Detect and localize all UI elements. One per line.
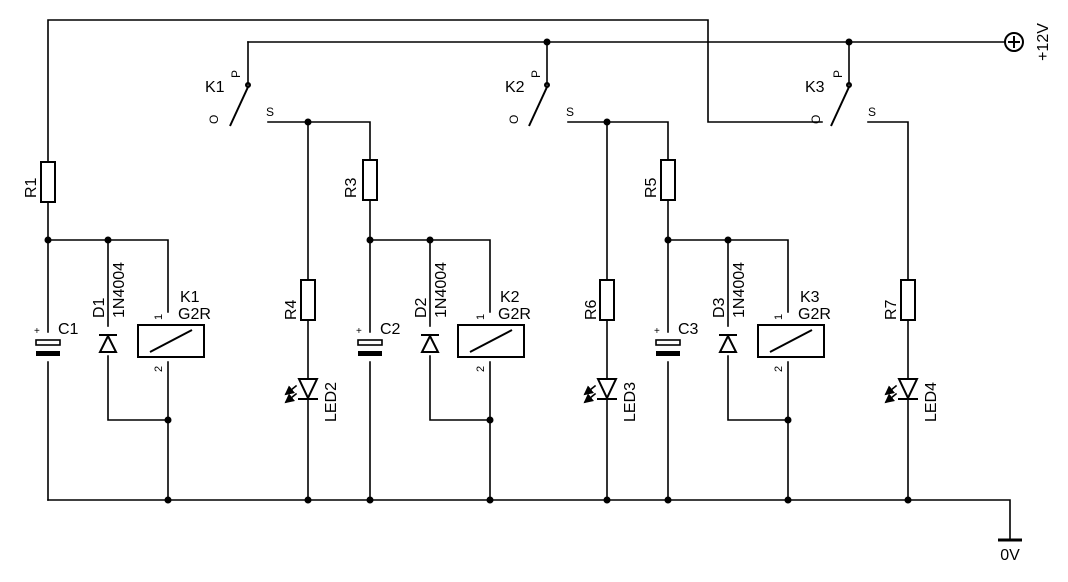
- capacitor-c3: + C3: [654, 321, 699, 356]
- diode-type: 1N4004: [731, 262, 748, 318]
- capacitor-c2: + C2: [356, 321, 401, 356]
- relay-coil-ref: K1: [180, 289, 200, 306]
- resistor-r1: R1: [23, 161, 56, 203]
- capacitor-polarity: +: [356, 326, 362, 337]
- led-ref: LED4: [923, 382, 940, 422]
- resistor-r7: R7: [883, 279, 916, 321]
- resistor-ref: R3: [343, 177, 360, 198]
- junctions: [44, 38, 912, 504]
- coil-pin-2: 2: [153, 366, 165, 372]
- resistor-ref: R5: [643, 177, 660, 198]
- relay-coil-type: G2R: [178, 306, 211, 323]
- wires: [47, 19, 1011, 541]
- contact-switched-label: S: [266, 105, 274, 119]
- led-ref: LED3: [622, 382, 639, 422]
- capacitor-polarity: +: [654, 326, 660, 337]
- diode-d3: D3 1N4004: [711, 262, 748, 353]
- contact-pole-label: P: [229, 70, 243, 78]
- led-ref: LED2: [323, 382, 340, 422]
- relay-contact-ref: K2: [505, 79, 525, 96]
- capacitor-polarity: +: [34, 326, 40, 337]
- led-led2: LED2: [284, 378, 340, 422]
- relay-coil-type: G2R: [498, 306, 531, 323]
- contact-switched-label: S: [566, 105, 574, 119]
- diode-ref: D1: [91, 297, 108, 318]
- coil-pin-2: 2: [773, 366, 785, 372]
- relay-coil-k1: K1 G2R 1 2: [137, 289, 211, 372]
- coil-pin-1: 1: [153, 314, 165, 320]
- capacitor-ref: C2: [380, 321, 401, 338]
- resistor-r4: R4: [283, 279, 316, 321]
- resistor-ref: R4: [283, 299, 300, 320]
- relay-contact-k1: K1 P O S: [205, 70, 274, 127]
- relay-coil-k2: K2 G2R 1 2: [457, 289, 531, 372]
- resistor-ref: R6: [583, 299, 600, 320]
- coil-pin-2: 2: [475, 366, 487, 372]
- relay-contact-k2: K2 P O S: [505, 70, 574, 127]
- coil-pin-1: 1: [475, 314, 487, 320]
- contact-open-label: O: [207, 115, 221, 124]
- diode-type: 1N4004: [111, 262, 128, 318]
- diode-ref: D3: [711, 297, 728, 318]
- capacitor-ref: C1: [58, 321, 79, 338]
- positive-supply-terminal: +12V: [1004, 23, 1052, 61]
- contact-pole-label: P: [831, 70, 845, 78]
- contact-open-label: O: [507, 115, 521, 124]
- positive-supply-label: +12V: [1035, 23, 1052, 61]
- contact-open-label: O: [809, 115, 823, 124]
- capacitor-ref: C3: [678, 321, 699, 338]
- led-led3: LED3: [583, 378, 639, 422]
- relay-contact-ref: K3: [805, 79, 825, 96]
- ground-terminal: 0V: [998, 538, 1022, 564]
- diode-ref: D2: [413, 297, 430, 318]
- diode-d1: D1 1N4004: [91, 262, 128, 353]
- relay-coil-type: G2R: [798, 306, 831, 323]
- resistor-r6: R6: [583, 279, 615, 321]
- capacitor-c1: + C1: [34, 321, 79, 356]
- resistor-r3: R3: [343, 159, 378, 201]
- resistor-ref: R1: [23, 177, 40, 198]
- relay-coil-k3: K3 G2R 1 2: [757, 289, 831, 372]
- coil-pin-1: 1: [773, 314, 785, 320]
- relay-coil-ref: K2: [500, 289, 520, 306]
- diode-type: 1N4004: [433, 262, 450, 318]
- relay-contact-ref: K1: [205, 79, 225, 96]
- resistor-ref: R7: [883, 299, 900, 320]
- relay-contact-k3: K3 P O S: [805, 70, 876, 127]
- diode-d2: D2 1N4004: [413, 262, 450, 353]
- contact-switched-label: S: [868, 105, 876, 119]
- ground-label: 0V: [1000, 547, 1020, 564]
- resistor-r5: R5: [643, 159, 676, 201]
- relay-coil-ref: K3: [800, 289, 820, 306]
- led-led4: LED4: [884, 378, 940, 422]
- contact-pole-label: P: [529, 70, 543, 78]
